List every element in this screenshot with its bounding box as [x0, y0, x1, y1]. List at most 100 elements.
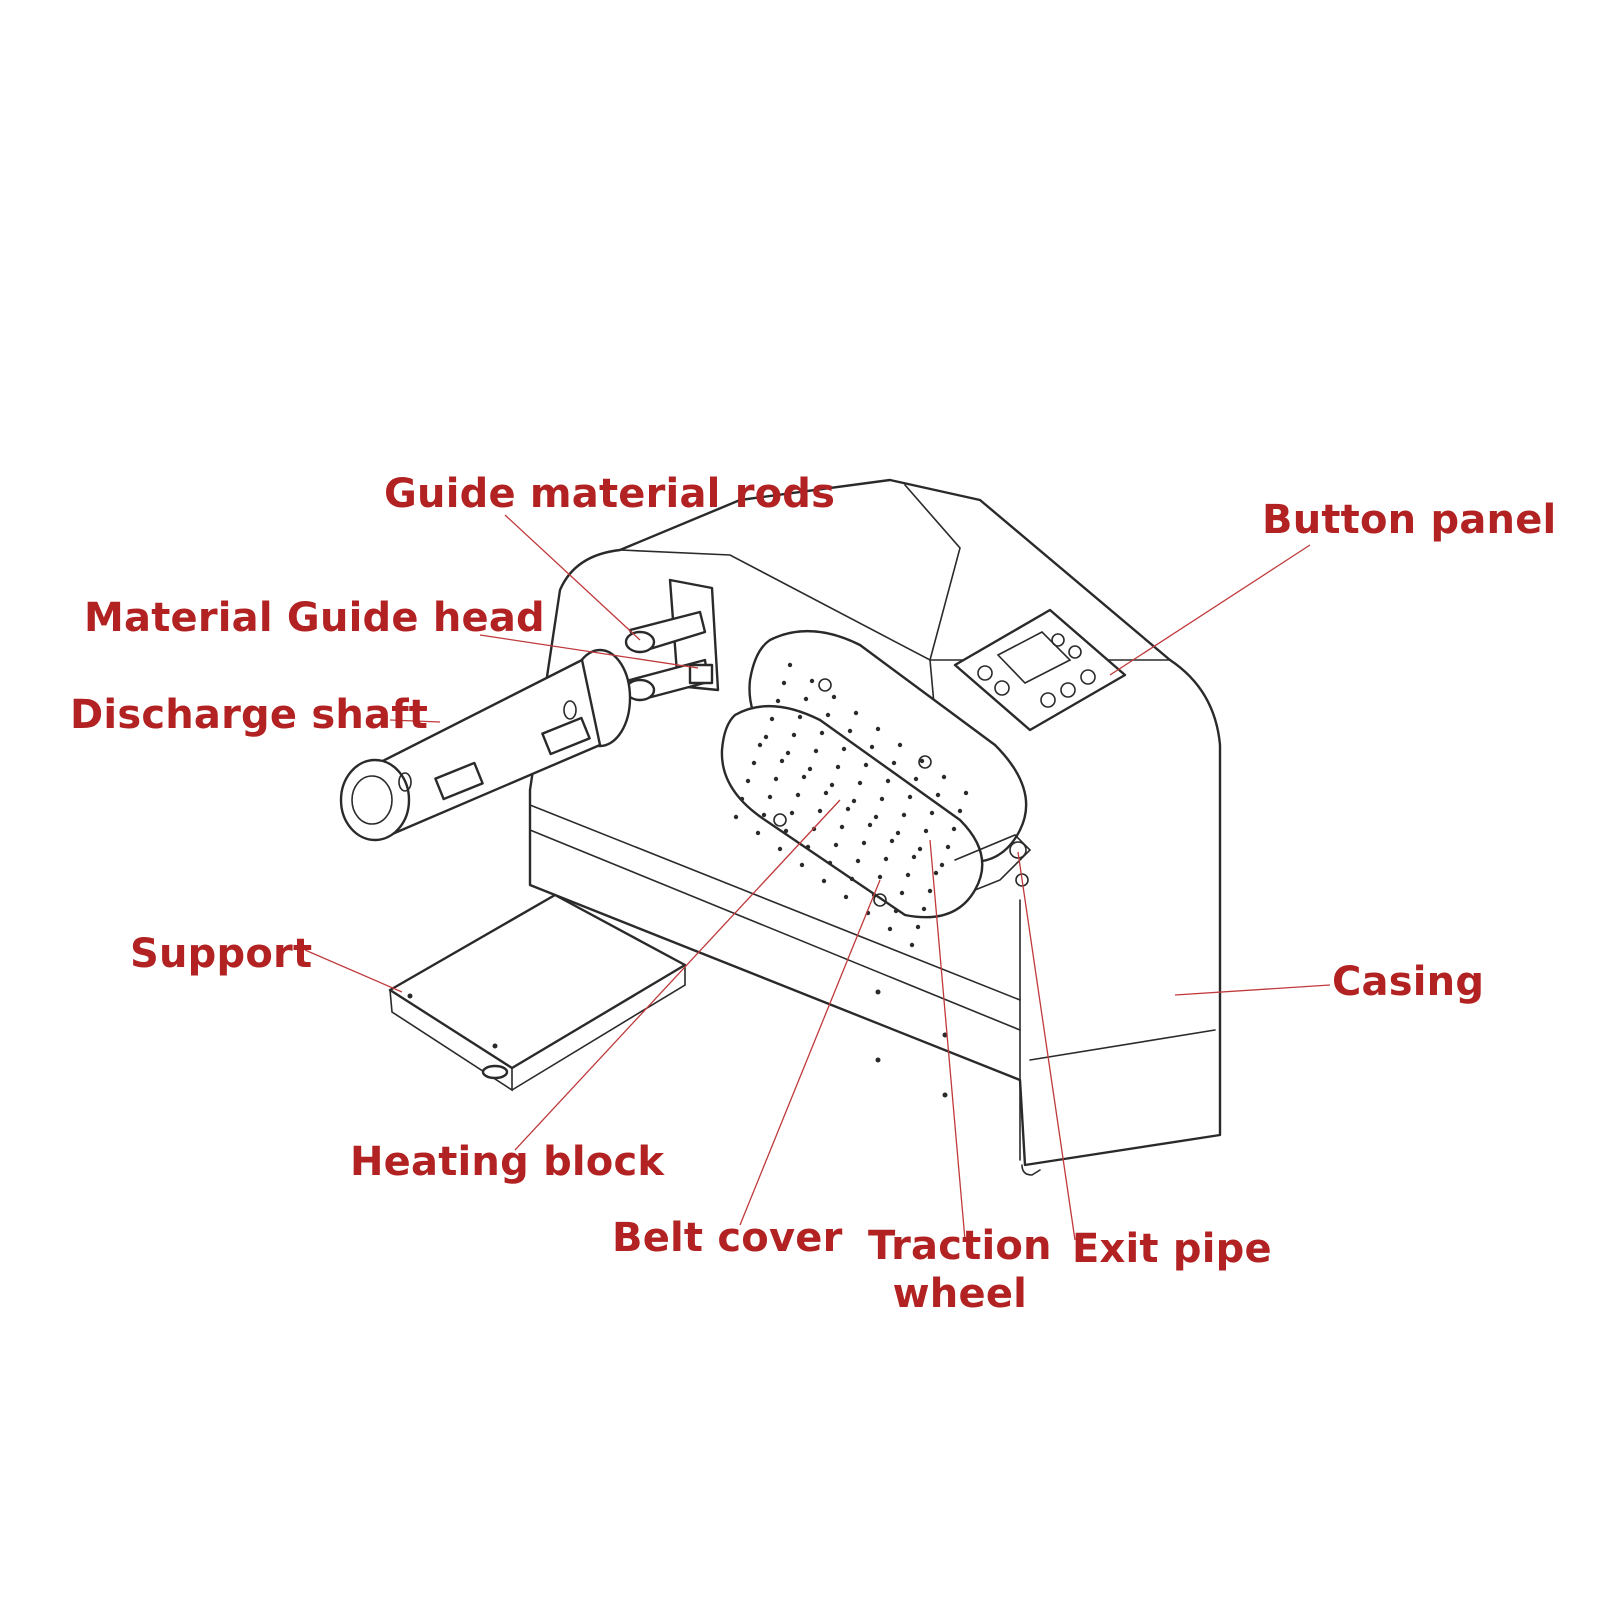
perforation-dot [927, 888, 933, 894]
perforation-dot [863, 762, 869, 768]
panel-button-icon [977, 665, 993, 681]
perforation-dot [789, 810, 795, 816]
perforation-dot [901, 812, 907, 818]
perforation-dot [755, 830, 761, 836]
perforation-dot [751, 760, 757, 766]
perforation-dot [791, 732, 797, 738]
belt-perforations [733, 662, 969, 948]
shaft-hole [563, 700, 577, 720]
label-traction-wheel-line2: wheel [892, 1271, 1028, 1317]
perforation-dot [785, 750, 791, 756]
perforation-dot [849, 876, 855, 882]
label-exit-pipe: Exit pipe [1072, 1226, 1272, 1272]
discharge-shaft-drawing [339, 648, 632, 842]
perforation-dot [763, 734, 769, 740]
leader-material-guide-head [479, 634, 699, 669]
perforation-dot [773, 776, 779, 782]
guide-head-drawing [624, 578, 720, 702]
leader-lines [304, 514, 1331, 1241]
perforation-dot [957, 808, 963, 814]
casing-screw [942, 1092, 948, 1098]
perforation-dot [839, 824, 845, 830]
label-guide-material-rods: Guide material rods [384, 471, 836, 517]
support-drawing [388, 893, 687, 1092]
casing-screw [875, 1057, 881, 1063]
perforation-dot [825, 712, 831, 718]
perforation-dot [891, 760, 897, 766]
perforation-dot [769, 716, 775, 722]
perforation-dot [851, 798, 857, 804]
perforation-dot [787, 662, 793, 668]
leader-heating-block [514, 799, 841, 1151]
label-button-panel: Button panel [1262, 497, 1557, 543]
perforation-dot [879, 796, 885, 802]
guide-head-block [688, 663, 714, 685]
panel-button-icon [994, 680, 1010, 696]
perforation-dot [909, 942, 915, 948]
perforation-dot [855, 858, 861, 864]
perforation-dot [869, 744, 875, 750]
perforation-dot [911, 854, 917, 860]
perforation-dot [915, 924, 921, 930]
perforation-dot [941, 774, 947, 780]
shaft-hole [398, 772, 412, 792]
perforation-dot [757, 742, 763, 748]
perforation-dot [951, 826, 957, 832]
perforation-dot [883, 856, 889, 862]
perforation-dot [905, 872, 911, 878]
perforation-dot [857, 780, 863, 786]
panel-button-icon [1068, 645, 1082, 659]
pod-screw [873, 893, 887, 907]
perforation-dot [913, 776, 919, 782]
leader-traction-wheel [929, 839, 966, 1241]
perforation-dot [819, 730, 825, 736]
shaft-end-knob [351, 775, 393, 825]
panel-button-icon [1051, 633, 1065, 647]
casing-screw [942, 1032, 948, 1038]
perforation-dot [781, 680, 787, 686]
label-heating-block: Heating block [350, 1139, 665, 1185]
label-traction-wheel: Traction wheel [868, 1222, 1052, 1318]
perforation-dot [821, 878, 827, 884]
label-support: Support [130, 931, 313, 977]
perforation-dot [919, 758, 925, 764]
perforation-dot [917, 846, 923, 852]
perforation-dot [875, 726, 881, 732]
pod-screw [918, 755, 932, 769]
perforation-dot [907, 794, 913, 800]
leader-casing [1174, 984, 1331, 996]
perforation-dot [797, 714, 803, 720]
perforation-dot [801, 774, 807, 780]
perforation-dot [831, 694, 837, 700]
perforation-dot [805, 844, 811, 850]
perforation-dot [929, 810, 935, 816]
perforation-dot [803, 696, 809, 702]
perforation-dot [807, 766, 813, 772]
support-hole [407, 993, 413, 999]
shaft-clip [434, 761, 484, 801]
perforation-dot [761, 812, 767, 818]
perforation-dot [877, 874, 883, 880]
perforation-dot [783, 828, 789, 834]
perforation-dot [799, 862, 805, 868]
perforation-dot [887, 926, 893, 932]
perforation-dot [841, 746, 847, 752]
perforation-dot [767, 794, 773, 800]
perforation-dot [813, 748, 819, 754]
perforation-dot [847, 728, 853, 734]
perforation-dot [893, 908, 899, 914]
perforation-dot [823, 790, 829, 796]
leader-support [304, 949, 403, 993]
panel-button-icon [1060, 682, 1076, 698]
pod-screw [773, 813, 787, 827]
perforation-dot [899, 890, 905, 896]
perforation-dot [829, 782, 835, 788]
perforation-dot [897, 742, 903, 748]
leader-button-panel [1109, 544, 1311, 676]
perforation-dot [861, 840, 867, 846]
perforation-dot [777, 846, 783, 852]
perforation-dot [921, 906, 927, 912]
belt-assembly-drawing [720, 630, 1032, 948]
support-hole [492, 1043, 498, 1049]
